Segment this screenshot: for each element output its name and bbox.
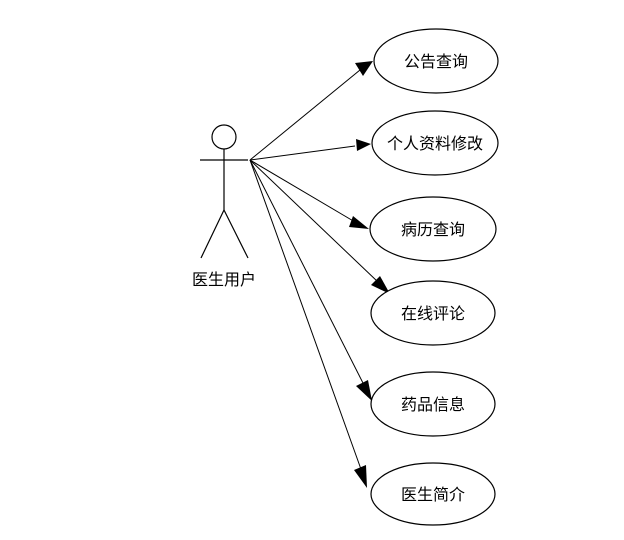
association-line-2 (249, 145, 356, 161)
arrowhead-1 (355, 61, 373, 76)
use-case-label-doctor-intro: 医生简介 (401, 485, 465, 504)
actor-right-leg (223, 209, 249, 259)
association-line-5 (249, 159, 365, 386)
arrowhead-6 (354, 465, 367, 488)
use-case-label-online-comment: 在线评论 (401, 304, 465, 323)
use-case-profile-edit (371, 110, 499, 176)
actor-label: 医生用户 (192, 270, 256, 289)
use-case-labels: 公告查询 个人资料修改 病历查询 在线评论 药品信息 医生简介 (387, 52, 483, 504)
use-case-drug-info (370, 371, 496, 437)
arrowheads (349, 61, 390, 488)
use-case-label-profile-edit: 个人资料修改 (387, 134, 483, 153)
association-lines (249, 69, 379, 473)
use-case-doctor-intro (370, 462, 496, 526)
actor-head (211, 124, 237, 150)
association-line-3 (249, 159, 356, 223)
use-case-label-medical-record-query: 病历查询 (401, 220, 465, 239)
arrowhead-4 (371, 276, 390, 294)
association-line-6 (249, 159, 363, 473)
use-case-medical-record-query (369, 196, 497, 262)
use-case-announcement-query (373, 28, 499, 94)
actor-figure (200, 124, 249, 259)
use-case-label-drug-info: 药品信息 (401, 395, 465, 414)
use-case-ellipses (369, 28, 499, 526)
arrowhead-2 (356, 139, 371, 151)
use-case-label-announcement-query: 公告查询 (404, 52, 468, 71)
association-line-1 (249, 69, 361, 161)
association-line-4 (249, 159, 379, 283)
arrowhead-5 (356, 380, 372, 401)
use-case-online-comment (370, 280, 496, 346)
arrowhead-3 (349, 216, 369, 229)
actor-left-leg (200, 209, 225, 259)
